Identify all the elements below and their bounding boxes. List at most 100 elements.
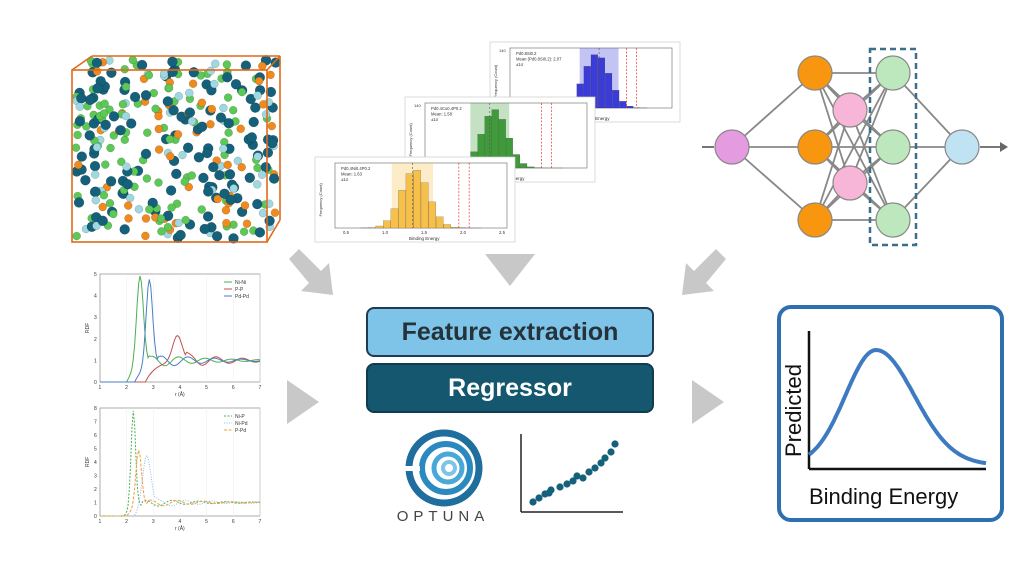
predicted-distribution-curve	[807, 347, 987, 466]
histogram-legend-entry: ±1σ	[341, 177, 349, 182]
rdf-xtick: 3	[152, 519, 155, 525]
atom	[125, 193, 135, 203]
nn-hidden-node	[797, 55, 833, 91]
scatter-point	[529, 498, 537, 506]
rdf-ytick: 7	[94, 420, 97, 426]
atom	[120, 64, 129, 74]
atom	[174, 218, 183, 228]
atom	[240, 201, 250, 210]
atom	[239, 227, 249, 236]
histogram-bar	[451, 227, 459, 229]
atom	[73, 130, 82, 140]
atom	[242, 219, 252, 228]
nn-hidden-node	[875, 129, 911, 165]
rdf-legend-label: Ni-Pd	[235, 421, 248, 427]
rdf-xtick: 5	[205, 385, 208, 391]
atom	[215, 112, 227, 123]
atom	[270, 208, 280, 217]
nn-output-node	[944, 129, 980, 165]
arrow-diagonal-icon	[682, 249, 726, 295]
rdf-xtick: 4	[179, 385, 182, 391]
rdf-ytick: 4	[94, 294, 97, 300]
atom	[221, 206, 231, 215]
atom	[222, 60, 232, 69]
atom	[121, 82, 131, 92]
rdf-xtick: 4	[179, 519, 182, 525]
rdf-curve	[100, 410, 261, 517]
rdf-xtick: 1	[99, 385, 102, 391]
atom	[219, 188, 230, 199]
histogram-ylabel: Frequency (Count)	[493, 64, 498, 98]
rdf-xtick: 7	[259, 519, 262, 525]
atom	[219, 103, 228, 113]
atom	[196, 121, 208, 132]
histogram-bar	[435, 216, 444, 229]
histogram-bar	[612, 90, 620, 109]
atom	[80, 174, 91, 186]
atom	[142, 174, 152, 183]
atom	[188, 79, 198, 88]
scatter-point	[607, 448, 615, 456]
atom	[213, 194, 222, 204]
rdf-xlabel: r (Å)	[175, 391, 185, 398]
atom	[136, 59, 148, 71]
atom	[233, 156, 243, 166]
atom	[214, 169, 225, 181]
atom	[167, 56, 178, 67]
atom	[128, 55, 138, 65]
atom	[122, 179, 133, 190]
atom	[187, 116, 197, 126]
regressor-box: Regressor	[366, 363, 654, 413]
histogram-bar	[626, 106, 634, 109]
atom	[250, 102, 261, 113]
atom	[174, 91, 184, 101]
rdf-ytick: 1	[94, 501, 97, 507]
atom	[121, 111, 131, 121]
optuna-wordmark: OPTUNA	[396, 508, 490, 525]
rdf-xlabel: r (Å)	[175, 525, 185, 532]
atom	[173, 130, 183, 139]
scatter-point	[556, 483, 564, 491]
atom	[164, 83, 174, 93]
atom	[115, 124, 126, 136]
atom	[229, 184, 238, 193]
arrow-to-output	[692, 380, 724, 424]
atom	[261, 110, 271, 119]
rdf-ytick: 4	[94, 460, 97, 466]
histogram-bar	[428, 201, 436, 229]
feature-extraction-label: Feature extraction	[401, 317, 619, 346]
atom	[222, 218, 231, 228]
arrow-from-rdf	[287, 380, 319, 424]
atom	[76, 151, 88, 162]
atom	[72, 231, 81, 241]
rdf-ytick: 2	[94, 337, 97, 343]
rdf-legend-label: P-Pd	[235, 428, 246, 434]
histogram-tick: 1.0	[382, 230, 389, 235]
atom	[237, 87, 247, 97]
rdf-ytick: 0	[94, 380, 97, 386]
arrow-right-icon	[287, 380, 319, 424]
arrow-from-histograms	[485, 254, 535, 286]
atomic-structure-cube	[71, 55, 281, 244]
atom	[258, 61, 267, 71]
atom	[197, 98, 207, 107]
nn-connection	[849, 72, 894, 184]
rdf-ytick: 8	[94, 406, 97, 412]
rdf-ytick: 3	[94, 315, 97, 321]
atom	[117, 157, 126, 167]
arrow-from-network	[682, 249, 726, 295]
atom	[89, 160, 101, 172]
histogram-bar	[605, 73, 613, 109]
atom	[108, 111, 120, 122]
atom	[178, 150, 187, 160]
atom	[75, 102, 84, 111]
atom	[154, 111, 163, 121]
atom	[166, 152, 175, 161]
rdf-legend-label: Pd-Pd	[235, 294, 249, 300]
atom	[157, 227, 166, 236]
atom	[259, 100, 268, 109]
histogram-bar	[527, 166, 535, 169]
